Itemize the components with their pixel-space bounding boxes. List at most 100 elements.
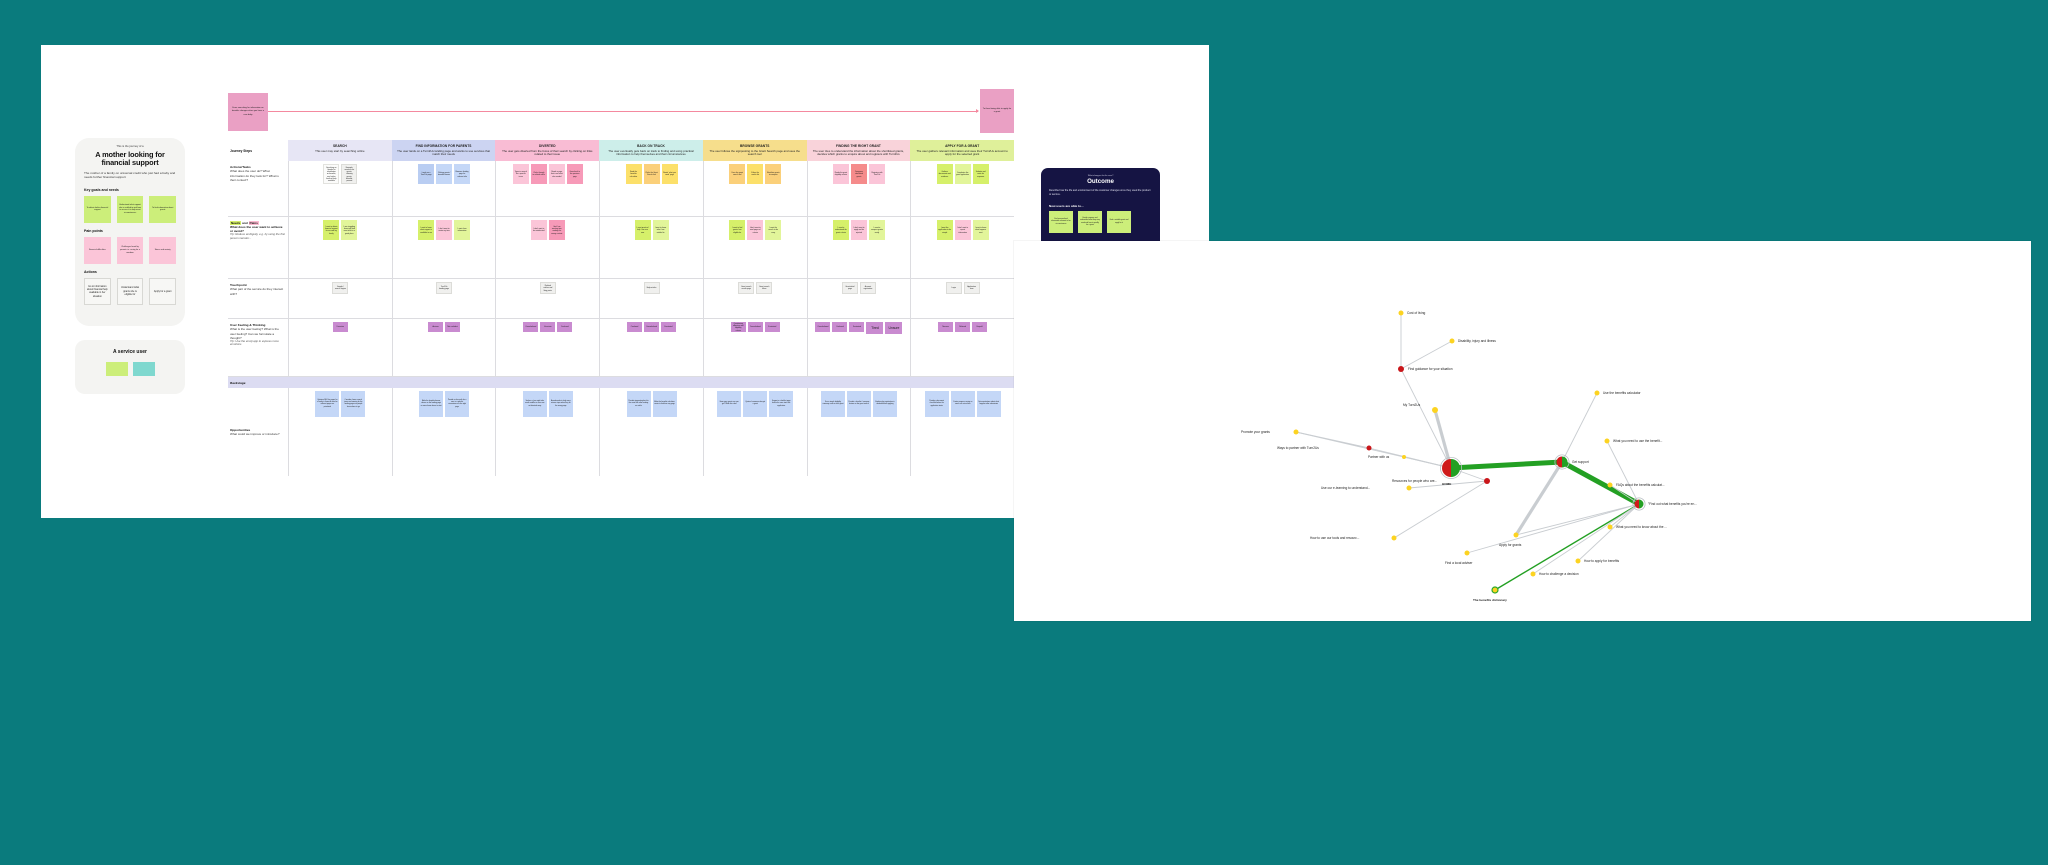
sticky-note[interactable]: Set expectations about what happens afte… — [976, 391, 1001, 418]
sticky-note[interactable]: Understand what grants she is eligible f… — [116, 277, 144, 305]
sticky-note[interactable]: Breadcrumbs to help users retrace steps … — [548, 391, 573, 418]
sticky-note[interactable]: Frustrated — [764, 322, 780, 333]
sticky-note[interactable]: Help articles — [643, 282, 660, 295]
sticky-note[interactable]: I don't want to repeat information — [954, 220, 971, 241]
outcome-card[interactable]: What changes for the user? Outcome Descr… — [1041, 168, 1160, 250]
sticky-note[interactable]: Provide a document checklist before the … — [924, 391, 949, 418]
mind-map-node-label[interactable]: My Turn2Us — [1403, 403, 1421, 407]
mind-map-canvas[interactable] — [1014, 241, 2031, 621]
opportunity-cell[interactable]: Provide a document checklist before the … — [910, 388, 1014, 477]
mind-map-node[interactable] — [1406, 485, 1412, 491]
journey-cell[interactable]: I want to know what support is available… — [391, 217, 496, 279]
journey-cell[interactable]: Google / search engine — [288, 279, 392, 319]
sticky-note[interactable]: Grant detail page — [841, 282, 858, 295]
sticky-note[interactable]: I don't want to apply and be rejected — [850, 220, 867, 241]
sticky-note[interactable]: Find personalised information relevant t… — [1049, 210, 1073, 233]
sticky-note[interactable]: Reads the grant eligibility criteria — [832, 164, 849, 185]
sticky-note[interactable]: Confused — [627, 322, 643, 333]
sticky-note[interactable]: Example: searches for grants, claiming g… — [341, 164, 358, 185]
mind-map-node[interactable] — [1366, 445, 1372, 451]
sticky-note[interactable]: Make the benefits calculator easier to f… — [652, 391, 677, 418]
mind-map-node-label[interactable]: Partner with us — [1368, 455, 1390, 459]
sticky-note[interactable]: I want to understand the grant criteria — [832, 220, 849, 241]
journey-cell[interactable]: Questioning objective and eligibility cr… — [702, 319, 807, 377]
sticky-note[interactable]: Overwhelmed — [644, 322, 660, 333]
mind-map-node[interactable] — [1607, 524, 1613, 530]
sticky-note[interactable]: I don't want to be misdirected — [530, 220, 547, 241]
sticky-note[interactable]: To obtain further financial support — [84, 195, 111, 223]
mind-map-node[interactable] — [1464, 550, 1470, 556]
journey-cell[interactable]: Related articles and blog posts — [495, 279, 599, 319]
sticky-note[interactable]: Support or checklist page before the use… — [769, 391, 794, 418]
sticky-note[interactable]: Account registration — [859, 282, 876, 295]
mind-map-node[interactable] — [1594, 390, 1600, 396]
mind-map-node-label[interactable]: "Find out what benefits you're en... — [1648, 502, 1697, 506]
mind-map-node-label[interactable]: Promote your grants — [1241, 430, 1270, 434]
sticky-note[interactable]: I don't want to read pages of criteria — [747, 220, 764, 241]
sticky-note[interactable]: Browses landing page for relevant info — [454, 164, 471, 185]
opportunity-cell[interactable]: Use a simple eligibility summary card on… — [806, 388, 911, 477]
mind-map-node[interactable] — [1513, 532, 1519, 538]
sticky-note[interactable]: I want the application to be simple — [936, 220, 953, 241]
mind-map-node[interactable] — [1402, 455, 1406, 459]
mind-map-node[interactable] — [1554, 454, 1570, 470]
mind-map-node[interactable] — [1575, 558, 1581, 564]
sticky-note[interactable]: I want practical help I can use now — [634, 220, 651, 241]
mind-map-node-label[interactable]: Get support — [1572, 460, 1589, 464]
journey-cell[interactable]: Searching on Google for information on b… — [288, 161, 392, 217]
mind-map-node-label[interactable]: What you need to use the benefit... — [1613, 439, 1663, 443]
journey-cell[interactable]: Turn2Us landing page — [391, 279, 496, 319]
sticky-note[interactable]: Clicks the Grant Search link — [643, 164, 660, 185]
sticky-note[interactable]: Surface a 'you might also need' module s… — [522, 391, 547, 418]
sticky-note[interactable]: Create progress saving so users can retu… — [950, 391, 975, 418]
sticky-note[interactable]: Google / search engine — [332, 282, 349, 295]
mind-map-node-label[interactable]: What you need to know about the ... — [1616, 525, 1668, 529]
sticky-note[interactable]: Frustrated — [661, 322, 677, 333]
mind-map-node[interactable] — [1449, 338, 1455, 344]
opportunity-cell[interactable]: How many grants can you get? Make this c… — [702, 388, 807, 477]
mind-map-node-label[interactable]: HOME — [1442, 482, 1452, 486]
sticky-note[interactable]: Understand what support she is entitled … — [116, 195, 144, 223]
sticky-note[interactable]: Frustrated — [849, 322, 865, 333]
sticky-note-emphasis[interactable]: Tired — [866, 322, 884, 335]
mind-map[interactable]: HOME Get support "Find out what benefits y… — [1014, 241, 2031, 621]
sticky-note[interactable]: Reads a page that is not what she needed — [548, 164, 565, 185]
sticky-note[interactable] — [132, 362, 155, 376]
sticky-note[interactable]: Nervous — [938, 322, 954, 333]
sticky-note[interactable]: Application form — [963, 282, 980, 295]
mind-map-node-label[interactable]: Ways to partner with Turn2Us — [1277, 446, 1319, 450]
sticky-note[interactable]: Finds the benefits calculator — [625, 164, 642, 185]
opportunity-cell[interactable]: Provide signposting back to the main tas… — [599, 388, 703, 477]
sticky-note[interactable]: Registers with Turn2Us — [868, 164, 885, 185]
mind-map-node[interactable] — [1484, 478, 1490, 484]
mind-map-node-label[interactable]: How to apply for benefits — [1584, 559, 1620, 563]
sticky-note[interactable]: I am struggling financially and want to … — [341, 220, 358, 241]
journey-from-note[interactable]: From searching for information on benefi… — [228, 93, 268, 131]
mind-map-node-label[interactable]: Disability, injury and illness — [1458, 339, 1496, 343]
sticky-note[interactable]: Use a simple eligibility summary card on… — [820, 391, 845, 418]
sticky-note[interactable]: Relieved — [955, 322, 971, 333]
sticky-note[interactable]: Uncertain — [540, 322, 556, 333]
sticky-note[interactable]: Find a suitable grant and apply for it — [1107, 210, 1131, 233]
sticky-note[interactable]: Shortlists grants to compare — [765, 164, 782, 185]
mind-map-node[interactable] — [1604, 438, 1610, 444]
sticky-note[interactable]: Apply for a grant — [149, 277, 177, 305]
sticky-note[interactable]: Challenges faced by parents i.e. caring … — [116, 236, 144, 264]
opportunity-cell[interactable]: Optimise SEO for pages for a family in f… — [288, 388, 392, 477]
mind-map-node[interactable] — [1439, 456, 1462, 479]
